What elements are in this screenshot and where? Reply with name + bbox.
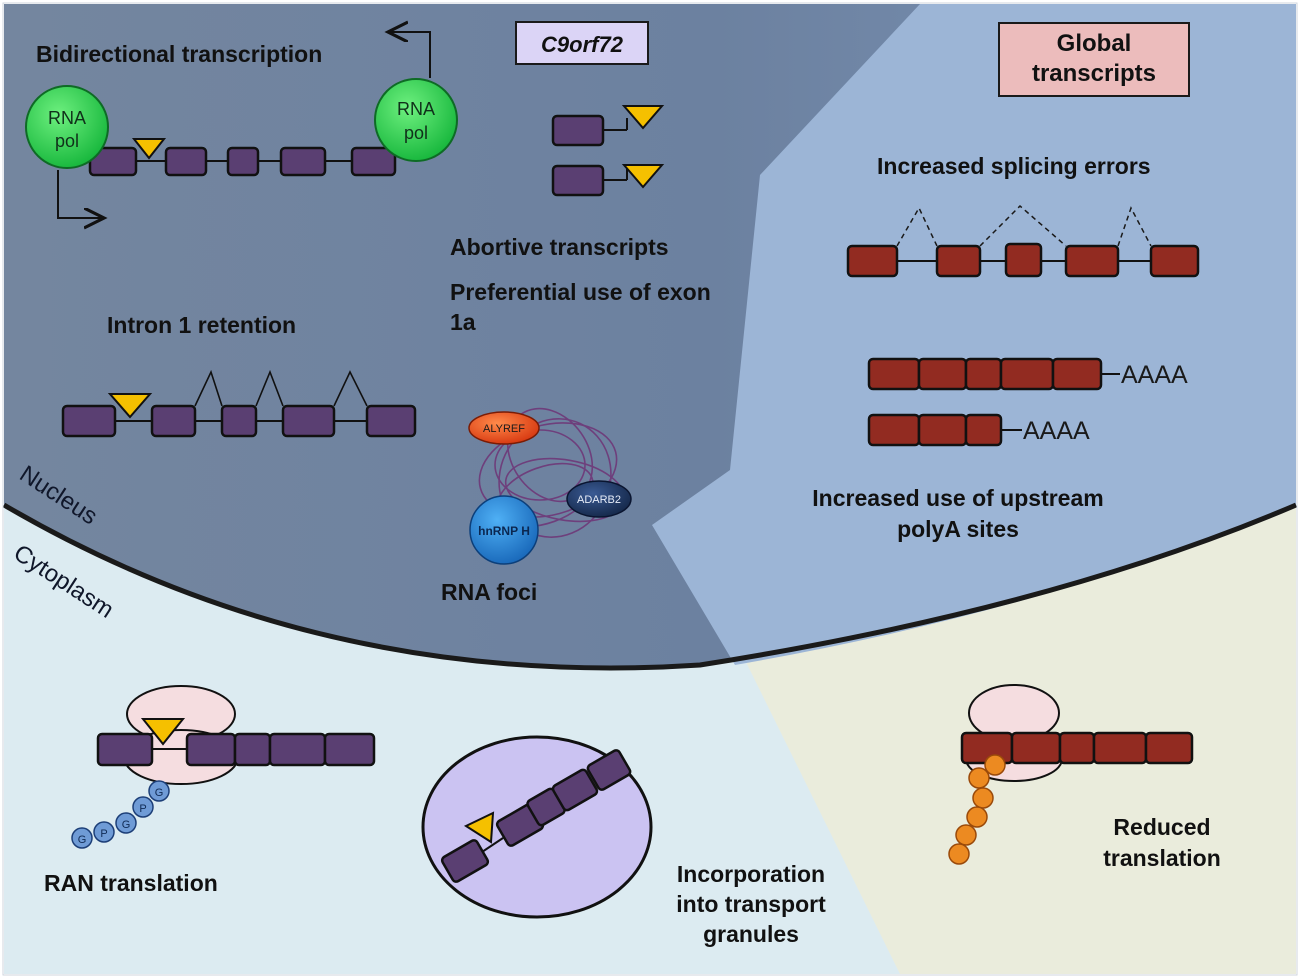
rna-pol-sense-line1: RNA (48, 108, 86, 128)
exon (350, 146, 397, 177)
exon (279, 146, 327, 177)
full-length-transcript (867, 357, 1103, 391)
exon (164, 146, 208, 177)
repeat-expansion-marker (621, 164, 665, 189)
global-title-line1: Global (1057, 30, 1132, 57)
ran-bead-label: P (139, 803, 146, 815)
global-exon (935, 244, 982, 278)
reduced-translation-label-line2: translation (1103, 845, 1221, 871)
splice-junction (255, 369, 284, 407)
nascent-peptide-chain (948, 754, 1006, 865)
splicing-errors-label: Increased splicing errors (877, 153, 1151, 179)
reduced-translation-label-line1: Reduced (1113, 814, 1210, 840)
exon (365, 404, 417, 438)
global-transcripts-box (998, 22, 1190, 97)
ran-bead-label: P (100, 828, 107, 840)
granule-connector (481, 837, 504, 853)
nuclear-envelope (2, 502, 1297, 671)
incorporation-label-line1: Incorporation (677, 861, 825, 887)
preferential-label-line2: 1a (450, 309, 476, 335)
alyref-protein (468, 411, 540, 445)
repeat-expansion-marker (131, 138, 167, 160)
c9orf72-title: C9orf72 (541, 32, 624, 57)
exon-1a (61, 404, 117, 438)
rna-pol-sense-line2: pol (55, 131, 79, 151)
preferential-label-line1: Preferential use of exon (450, 279, 711, 305)
splice-junction (333, 370, 368, 407)
hnrnp-h-protein (469, 495, 539, 565)
bidirectional-label: Bidirectional transcription (36, 41, 322, 67)
rna-pol-antisense (374, 78, 458, 162)
global-exon (1064, 244, 1120, 278)
rna-pol-antisense-line1: RNA (397, 99, 435, 119)
truncated-transcript (867, 413, 1003, 447)
exon (150, 404, 197, 438)
abortive-exon (551, 164, 605, 197)
global-exon (846, 244, 899, 278)
hnrnp-h-label: hnRNP H (478, 524, 530, 538)
sense-arrow (57, 170, 104, 218)
alyref-label: ALYREF (483, 423, 525, 435)
exon (226, 146, 260, 177)
rna-pol-antisense-line2: pol (404, 123, 428, 143)
rna-foci-label: RNA foci (441, 579, 537, 605)
repeat-expansion-marker (621, 105, 665, 130)
antisense-arrow (388, 32, 431, 78)
ran-translation-label: RAN translation (44, 870, 218, 896)
ran-bead-label: G (155, 787, 164, 799)
global-title-line2: transcripts (1032, 60, 1156, 87)
polya-tail-long: AAAA (1121, 361, 1188, 389)
exon (281, 404, 336, 438)
abortive-label: Abortive transcripts (450, 234, 669, 260)
aberrant-splice-junctions (896, 204, 1152, 247)
rna-pol-sense (25, 85, 109, 169)
ran-bead-label: G (78, 834, 87, 846)
incorporation-label-line2: into transport (676, 891, 826, 917)
splice-junction (194, 369, 223, 407)
global-exon (1004, 242, 1043, 278)
granule-transcript (440, 749, 632, 883)
c9orf72-title-box (515, 21, 649, 65)
upstream-polya-label-line1: Increased use of upstream (812, 485, 1103, 511)
nucleus-global-region (652, 4, 1296, 665)
dipeptide-repeat-chain (71, 780, 170, 849)
upstream-polya-label-line2: polyA sites (897, 516, 1019, 542)
adarb2-label: ADARB2 (577, 494, 621, 506)
adarb2-protein (566, 480, 632, 518)
exon (220, 404, 258, 438)
intron-retention-label: Intron 1 retention (107, 312, 296, 338)
repeat-expansion-marker (140, 718, 186, 746)
repeat-expansion-marker (107, 393, 153, 419)
incorporation-label-line3: granules (703, 921, 799, 947)
global-exon (1149, 244, 1200, 278)
polya-tail-short: AAAA (1023, 417, 1090, 445)
ran-transcript (96, 732, 376, 767)
repeat-expansion-marker (463, 811, 495, 844)
abortive-exon (551, 114, 605, 147)
ran-bead-label: G (122, 819, 131, 831)
